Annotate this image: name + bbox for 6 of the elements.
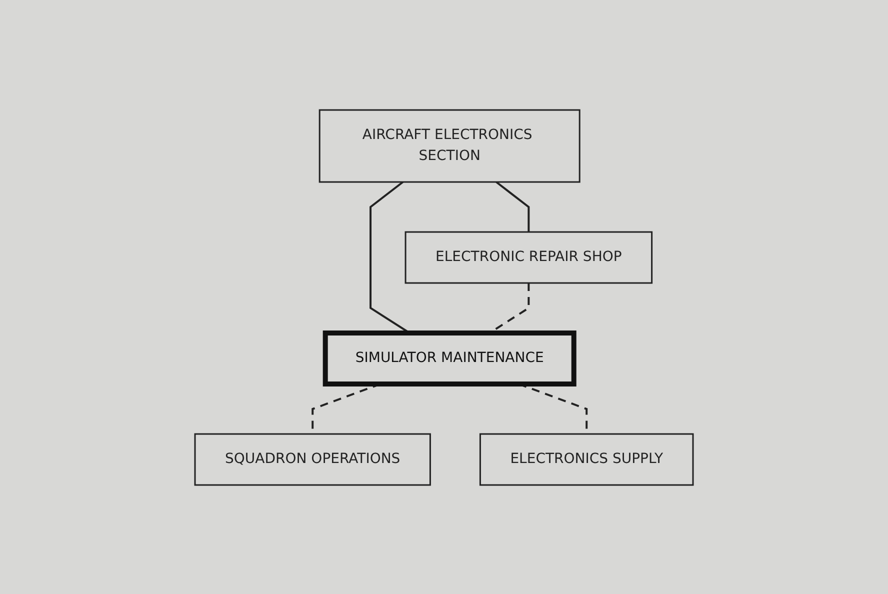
node-box: SQUADRON OPERATIONS (194, 432, 431, 486)
node-box: ELECTRONICS SUPPLY (479, 432, 694, 486)
connector (496, 180, 530, 232)
node-box: AIRCRAFT ELECTRONICS SECTION (318, 108, 580, 182)
node-box: ELECTRONIC REPAIR SHOP (404, 230, 653, 284)
node-box: SIMULATOR MAINTENANCE (322, 330, 576, 386)
